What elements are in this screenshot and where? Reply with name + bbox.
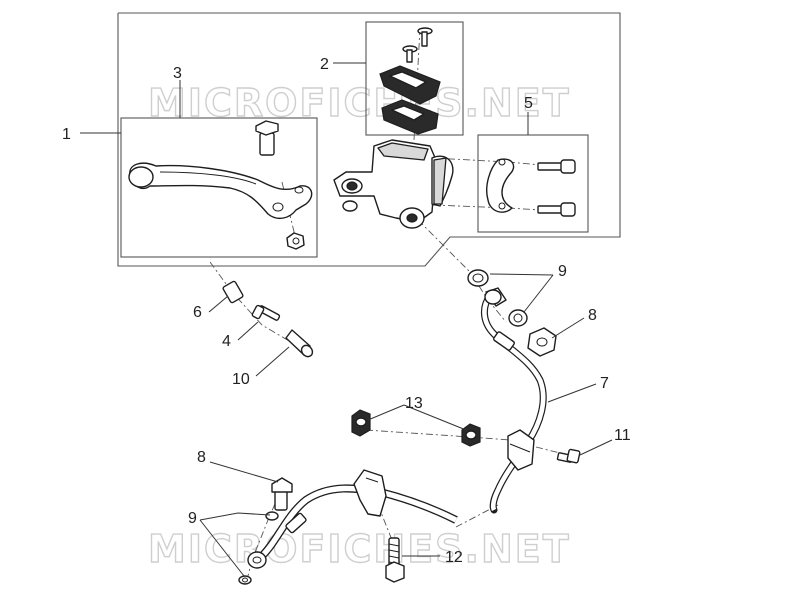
brake-lever [128,162,313,220]
washer-lower-b [238,575,252,585]
lever-pivot-bolt [255,120,279,156]
callout-1: 1 [62,126,71,143]
callout-7: 7 [600,375,609,392]
grommet-b [461,423,481,447]
watermark-bottom: MICROFICHES.NET [148,527,571,571]
callout-13: 13 [405,395,423,412]
banjo-bolt-upper [527,327,557,357]
callout-3: 3 [173,65,182,82]
pushrod-pin [285,329,314,358]
reservoir-cover [379,65,441,105]
reservoir-diaphragm [381,99,439,135]
clamp-group-frame [477,134,589,233]
washer-upper-a [467,269,489,287]
callout-11: 11 [614,427,631,444]
grommet-a [351,409,371,437]
cap-screw-2 [402,45,418,63]
callout-5: 5 [524,95,533,112]
callout-8-lower: 8 [197,449,206,466]
callout-4: 4 [222,333,231,350]
brake-hose [481,287,547,514]
callout-6: 6 [193,304,202,321]
washer-lower-a [265,511,279,521]
clamp-screw-upper [537,159,576,174]
master-cylinder [333,139,454,229]
guide-screw [556,448,581,464]
clamp-screw-lower [537,202,576,217]
callout-9-upper: 9 [558,263,567,280]
callout-10: 10 [232,371,250,388]
bracket-bolt [385,537,405,583]
assembly-frames [117,12,621,267]
main-assembly-frame [117,12,621,267]
callout-12: 12 [445,549,463,566]
callouts: 1 2 3 4 5 6 7 8 8 9 9 10 11 12 13 [62,56,631,566]
cap-screw [417,27,433,47]
banjo-bolt-lower [271,477,293,511]
lever-group-frame [120,117,318,258]
lower-hose [247,484,458,569]
hose-bracket [353,469,387,517]
handlebar-clamp [486,158,515,213]
callout-2: 2 [320,56,329,73]
callout-8-upper: 8 [588,307,597,324]
lever-pivot-nut [286,232,305,250]
washer-upper-b [508,309,528,327]
leader-lines [80,62,613,577]
pushrod-cap [222,280,244,304]
hose-guide [507,429,535,471]
pushrod [251,304,281,321]
callout-9-lower: 9 [188,510,197,527]
lever-ball-end [128,166,154,188]
